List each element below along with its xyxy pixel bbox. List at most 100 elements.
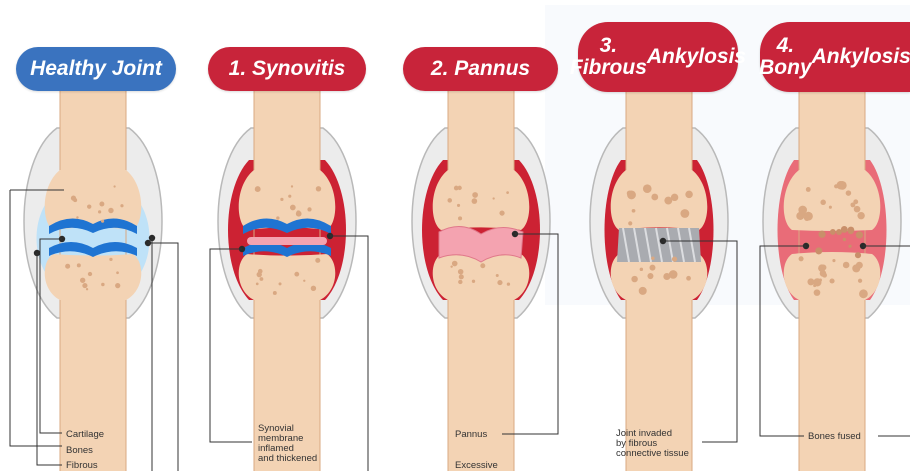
bone-texture-spot xyxy=(294,272,299,277)
bone-texture-spot xyxy=(276,216,279,219)
bone-texture-spot xyxy=(852,264,860,272)
title-fibrous-line-1: 3. Fibrous xyxy=(570,35,647,79)
lower-bone-head xyxy=(239,254,336,300)
bone-texture-spot xyxy=(109,258,112,261)
bone-texture-spot xyxy=(672,257,677,262)
bone-texture-spot xyxy=(280,198,283,201)
title-fibrous-line-2: Ankylosis xyxy=(647,46,746,68)
bone-texture-spot xyxy=(116,271,119,274)
bone-texture-spot xyxy=(853,199,858,204)
bone-texture-spot xyxy=(307,207,311,211)
bone-texture-spot xyxy=(858,279,862,283)
bone-texture-spot xyxy=(260,277,264,281)
bone-texture-spot xyxy=(631,276,637,282)
bone-texture-spot xyxy=(506,191,509,194)
bone-texture-spot xyxy=(311,286,316,291)
bone-texture-spot xyxy=(651,194,658,201)
joint-group xyxy=(763,88,901,471)
bone-texture-spot xyxy=(101,220,104,223)
bone-texture-spot xyxy=(256,282,259,285)
bone-texture-spot xyxy=(628,221,632,225)
bone-texture-spot xyxy=(316,186,321,191)
bone-texture-spot xyxy=(832,259,835,262)
bone-texture-spot xyxy=(841,226,848,233)
bone-texture-spot xyxy=(88,272,92,276)
bone-texture-spot xyxy=(273,291,277,295)
joint-group xyxy=(24,88,162,471)
bone-texture-spot xyxy=(472,198,478,204)
bone-texture-spot xyxy=(664,197,672,205)
bone-texture-spot xyxy=(101,283,104,286)
label-synovial-membrane: Synovial membrane inflamed and thickened xyxy=(258,424,317,464)
bone-texture-spot xyxy=(846,190,851,195)
bone-texture-spot xyxy=(859,289,868,298)
bone-texture-spot xyxy=(258,269,263,274)
title-bony-ankylosis: 4. Bony Ankylosis xyxy=(760,22,910,92)
bone-texture-spot xyxy=(822,273,827,278)
bone-texture-spot xyxy=(77,263,81,267)
bone-texture-spot xyxy=(98,210,101,213)
lower-bone-head xyxy=(45,254,142,300)
label-joint-invaded-line-3: connective tissue xyxy=(616,449,689,459)
joint-group xyxy=(412,88,550,471)
bone-texture-spot xyxy=(99,201,104,206)
bone-texture-spot xyxy=(627,190,633,196)
bone-texture-spot xyxy=(829,206,832,209)
bone-texture-spot xyxy=(452,261,458,267)
bone-texture-spot xyxy=(291,185,293,187)
bone-texture-spot xyxy=(290,205,296,211)
bone-texture-spot xyxy=(459,274,464,279)
bone-texture-spot xyxy=(315,258,320,263)
bone-texture-spot xyxy=(848,227,855,234)
bone-texture-spot xyxy=(830,278,835,283)
bone-texture-spot xyxy=(640,268,643,271)
bone-texture-spot xyxy=(87,204,91,208)
label-pannus: Pannus xyxy=(455,430,487,440)
bone-texture-spot xyxy=(279,282,282,285)
title-synovitis-line-1: 1. Synovitis xyxy=(229,58,346,80)
bone-texture-spot xyxy=(86,288,88,290)
joint-group xyxy=(590,88,728,471)
bone-texture-spot xyxy=(843,238,846,241)
title-healthy-line-1: Healthy Joint xyxy=(30,58,162,80)
title-pannus-line-1: 2. Pannus xyxy=(431,58,530,80)
bone-texture-spot xyxy=(296,210,300,214)
bone-texture-spot xyxy=(857,212,864,219)
bone-texture-spot xyxy=(458,269,463,274)
bone-texture-spot xyxy=(643,184,652,193)
label-synovial-line-4: and thickened xyxy=(258,454,317,464)
bone-texture-spot xyxy=(115,283,120,288)
bone-texture-spot xyxy=(255,186,261,192)
bone-texture-spot xyxy=(830,229,836,235)
upper-bone-head xyxy=(784,170,881,231)
label-fibrous: Fibrous xyxy=(66,461,98,471)
bone-texture-spot xyxy=(650,265,656,271)
bone-texture-spot xyxy=(818,264,826,272)
bone-texture-spot xyxy=(856,231,863,238)
bone-texture-spot xyxy=(818,231,825,238)
bone-texture-spot xyxy=(855,252,861,258)
bone-texture-spot xyxy=(288,195,291,198)
bone-texture-spot xyxy=(838,181,847,190)
bone-texture-spot xyxy=(686,276,691,281)
title-synovitis: 1. Synovitis xyxy=(208,47,366,91)
bone-texture-spot xyxy=(458,216,462,220)
bone-texture-spot xyxy=(303,280,305,282)
bone-texture-spot xyxy=(113,185,115,187)
label-bones: Bones xyxy=(66,446,93,456)
bone-texture-spot xyxy=(454,186,459,191)
bone-texture-spot xyxy=(663,273,670,280)
lower-bone-shaft xyxy=(448,280,514,471)
bone-texture-spot xyxy=(73,198,77,202)
bone-texture-spot xyxy=(814,289,821,296)
label-joint-invaded: Joint invaded by fibrous connective tiss… xyxy=(616,429,689,459)
bone-texture-spot xyxy=(843,262,850,269)
bone-texture-spot xyxy=(848,245,851,248)
bone-texture-spot xyxy=(472,280,475,283)
bone-texture-spot xyxy=(804,215,810,221)
bone-texture-spot xyxy=(457,204,460,207)
bone-texture-spot xyxy=(639,287,647,295)
lower-bone-shaft xyxy=(60,280,126,471)
bone-texture-spot xyxy=(799,256,804,261)
